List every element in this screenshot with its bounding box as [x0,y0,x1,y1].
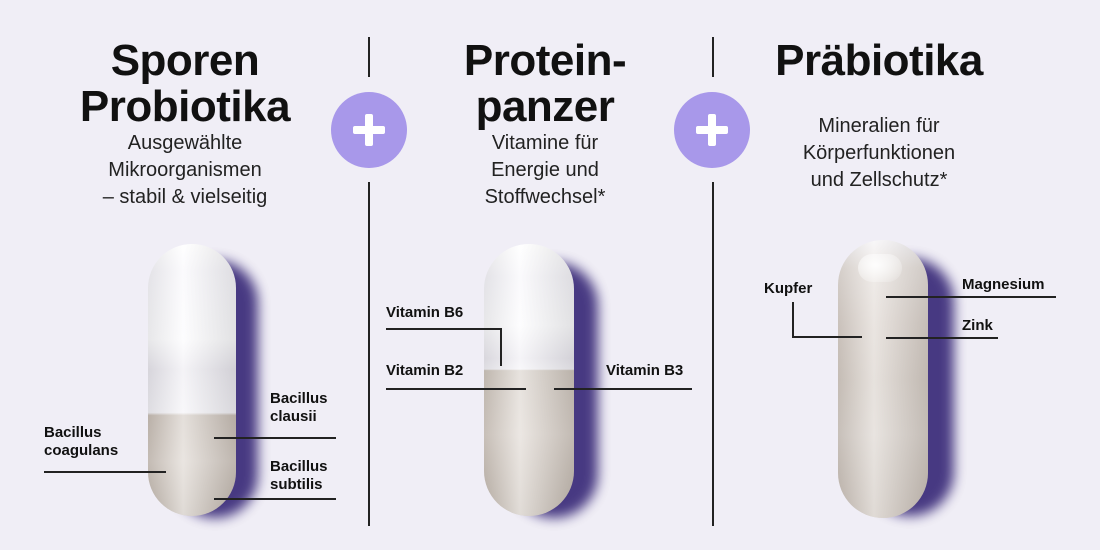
title-line: Präbiotika [775,36,983,85]
title-proteinpanzer: Protein- panzer [400,38,690,130]
label-bacillus-coagulans: Bacillus coagulans [44,424,119,459]
leader-line [214,498,336,500]
subtitle-line: Körperfunktionen [802,142,956,164]
divider [712,37,714,77]
divider [712,182,714,526]
subtitle-line: und Zellschutz* [810,169,948,191]
label-vitamin-b3: Vitamin B3 [606,362,684,379]
label-bacillus-clausii: Bacillus clausii [270,390,328,425]
title-line: Probiotika [79,82,291,131]
leader-line [386,328,502,330]
capsule-proteinpanzer [484,244,574,516]
leader-line [792,302,794,338]
divider [368,182,370,526]
title-line: Protein- [463,36,627,85]
subtitle-line: Energie und [491,159,599,181]
subtitle-proteinpanzer: Vitamine für Energie und Stoffwechsel* [400,130,690,211]
plus-icon [674,92,750,168]
title-line: panzer [475,82,615,131]
subtitle-line: Ausgewählte [127,132,243,154]
leader-line [44,471,166,473]
subtitle-line: Mineralien für [818,115,940,137]
subtitle-praebiotika: Mineralien für Körperfunktionen und Zell… [734,113,1024,194]
leader-line [886,296,1056,298]
leader-line [214,437,336,439]
capsule-sporen-probiotika [148,244,236,516]
leader-line [554,388,692,390]
subtitle-line: – stabil & vielseitig [102,186,268,208]
label-bacillus-subtilis: Bacillus subtilis [270,458,328,493]
leader-line [386,388,526,390]
plus-icon [331,92,407,168]
capsule-praebiotika [838,240,928,518]
subtitle-sporen-probiotika: Ausgewählte Mikroorganismen – stabil & v… [40,130,330,211]
leader-line [792,336,862,338]
label-vitamin-b2: Vitamin B2 [386,362,464,379]
leader-line [886,337,998,339]
title-praebiotika: Präbiotika [734,38,1024,84]
title-line: Sporen [110,36,260,85]
subtitle-line: Vitamine für [491,132,599,154]
label-kupfer: Kupfer [764,280,813,297]
leader-line [500,328,502,366]
label-magnesium: Magnesium [962,276,1045,293]
subtitle-line: Mikroorganismen [108,159,262,181]
label-vitamin-b6: Vitamin B6 [386,304,464,321]
label-zink: Zink [962,317,993,334]
title-sporen-probiotika: Sporen Probiotika [40,38,330,130]
divider [368,37,370,77]
subtitle-line: Stoffwechsel* [484,186,606,208]
